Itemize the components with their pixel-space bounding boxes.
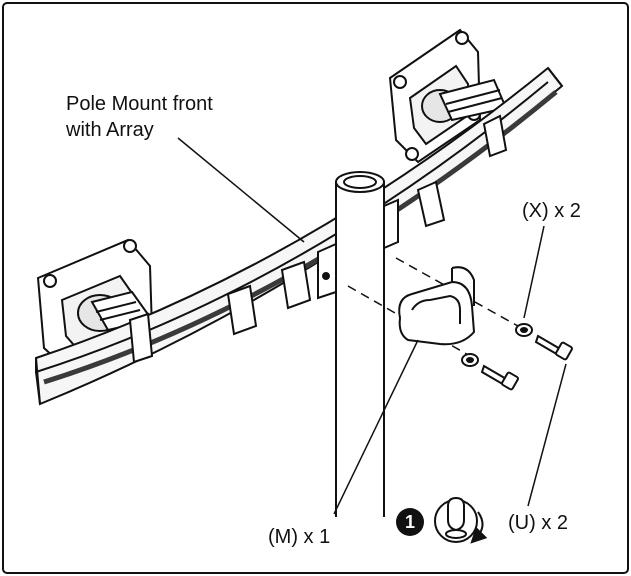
assembly-guide-lines [347,257,519,357]
u-clamp-part [398,266,476,346]
washer-quantity-label: (X) x 2 [522,200,581,222]
vertical-pole [335,171,385,517]
bolt-quantity-label: (U) x 2 [508,512,568,534]
pole-mount-label-line1: Pole Mount front [66,93,213,115]
leader-lines [177,137,567,515]
rotate-tighten-icon [434,496,488,544]
right-vesa-plate [388,28,508,164]
bolt-parts [480,334,573,391]
clamp-quantity-label: (M) x 1 [268,526,331,548]
step-number-badge: 1 [396,508,424,536]
pole-bracket [317,198,399,300]
pole-mount-label-line2: with Array [66,119,154,141]
washer-parts [461,323,533,367]
pole-mount-label: Pole Mount front with Array [66,91,213,143]
rail-clips [128,114,508,364]
